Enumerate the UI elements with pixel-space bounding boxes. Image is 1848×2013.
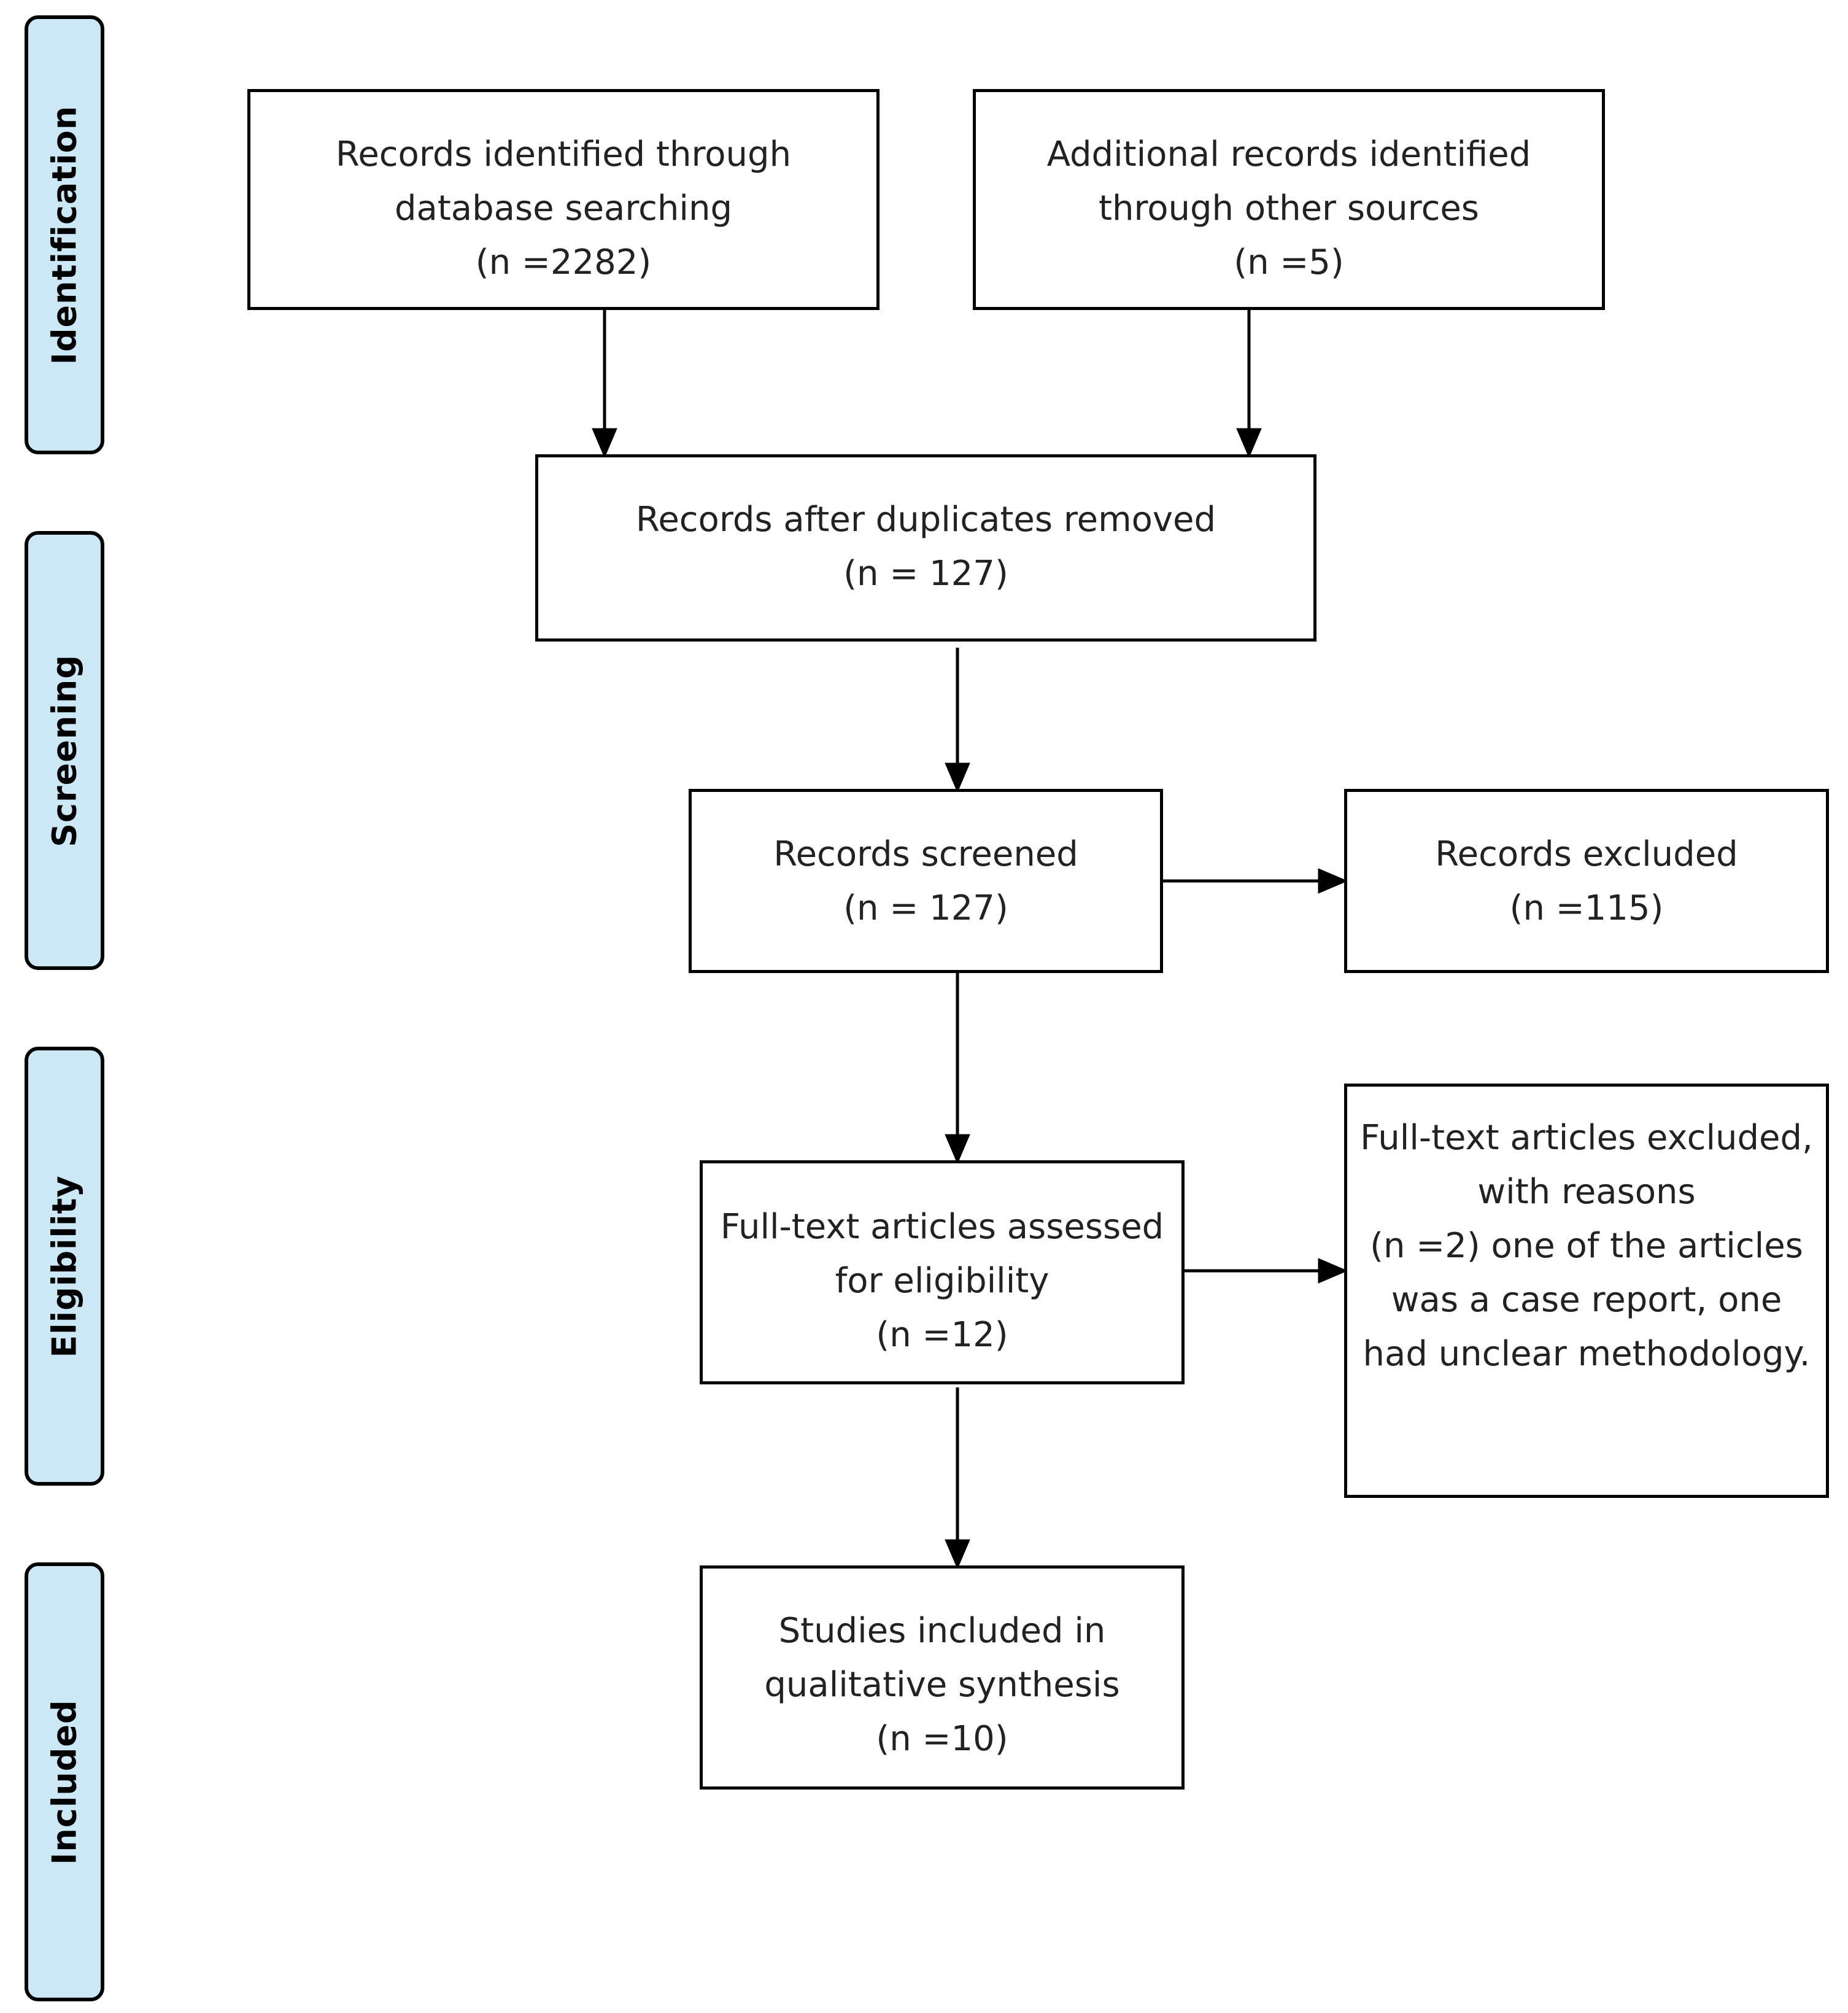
box-included-line2: qualitative synthesis xyxy=(764,1665,1120,1705)
box-database-line3: (n =2282) xyxy=(475,242,652,282)
box-fulltext-excluded-line2: with reasons xyxy=(1477,1172,1696,1212)
box-excluded-line1: Records excluded xyxy=(1435,834,1738,874)
box-included-line1: Studies included in xyxy=(778,1611,1106,1651)
box-fulltext-line1: Full-text articles assessed xyxy=(720,1207,1164,1247)
box-screened-line1: Records screened xyxy=(773,834,1078,874)
arrow-database-to-duplicates xyxy=(592,310,617,459)
box-additional-line3: (n =5) xyxy=(1234,242,1344,282)
box-excluded-line2: (n =115) xyxy=(1509,888,1664,928)
phase-screening: Screening xyxy=(25,531,104,970)
arrow-fulltext-to-fulltext-excluded xyxy=(1185,1258,1348,1284)
box-duplicates-line1: Records after duplicates removed xyxy=(635,500,1216,540)
box-fulltext-line3: (n =12) xyxy=(876,1315,1008,1355)
box-fulltext-excluded: Full-text articles excluded, with reason… xyxy=(1344,1084,1829,1498)
box-additional-line1: Additional records identified xyxy=(1046,134,1531,174)
box-studies-included: Studies included in qualitative synthesi… xyxy=(700,1565,1185,1790)
box-screened-line2: (n = 127) xyxy=(843,888,1008,928)
box-included-line3: (n =10) xyxy=(876,1719,1008,1759)
phase-included: Included xyxy=(25,1562,104,2001)
box-duplicates-line2: (n = 127) xyxy=(843,554,1008,594)
box-fulltext-excluded-line3: (n =2) one of the articles xyxy=(1370,1226,1803,1266)
box-additional-records: Additional records identified through ot… xyxy=(973,89,1605,310)
box-records-excluded: Records excluded (n =115) xyxy=(1344,789,1829,973)
phase-eligibility: Eligibility xyxy=(25,1047,104,1486)
box-fulltext-excluded-line5: had unclear methodology. xyxy=(1363,1334,1811,1374)
box-fulltext-line2: for eligibility xyxy=(835,1261,1050,1301)
box-duplicates-removed: Records after duplicates removed (n = 12… xyxy=(535,454,1316,642)
arrow-screened-to-fulltext xyxy=(945,973,970,1165)
box-database-line1: Records identified through xyxy=(335,134,792,174)
box-fulltext-excluded-line1: Full-text articles excluded, xyxy=(1360,1118,1813,1158)
box-database-records: Records identified through database sear… xyxy=(247,89,880,310)
box-fulltext-excluded-line4: was a case report, one xyxy=(1391,1280,1782,1320)
phase-identification: Identification xyxy=(25,15,104,454)
box-database-line2: database searching xyxy=(394,188,733,228)
arrow-screened-to-excluded xyxy=(1163,868,1348,894)
box-records-screened: Records screened (n = 127) xyxy=(689,789,1163,973)
arrow-fulltext-to-included xyxy=(945,1387,970,1570)
arrow-additional-to-duplicates xyxy=(1236,310,1262,459)
arrow-duplicates-to-screened xyxy=(945,648,970,793)
box-additional-line2: through other sources xyxy=(1099,188,1479,228)
box-fulltext-assessed: Full-text articles assessed for eligibil… xyxy=(700,1160,1185,1384)
